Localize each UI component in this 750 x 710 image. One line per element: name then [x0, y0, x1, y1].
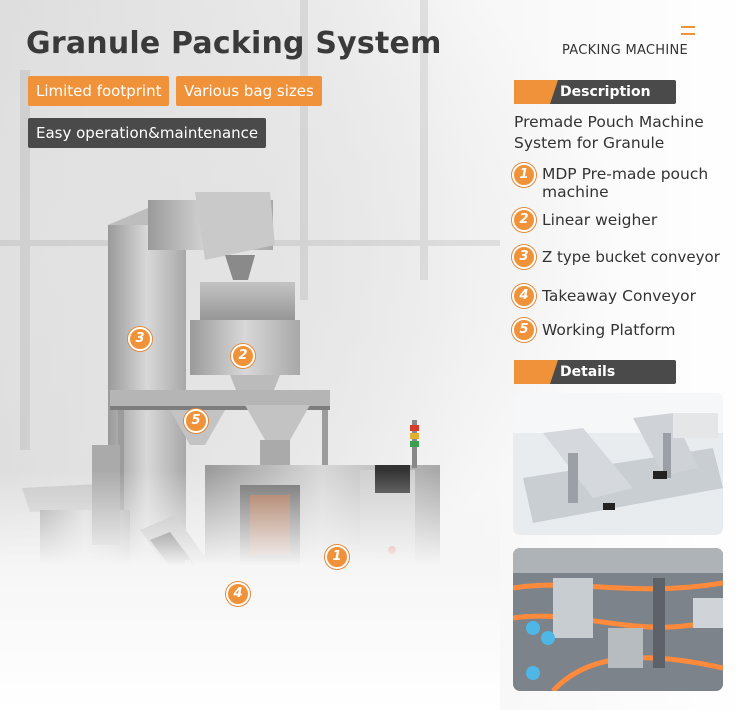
- component-number-icon: 3: [512, 245, 536, 269]
- brand-name: PACKING MACHINE: [562, 43, 689, 58]
- heading-accent: [514, 80, 558, 104]
- description-heading-bar: Description: [514, 80, 676, 104]
- component-number-icon: 1: [512, 163, 536, 187]
- component-label: Takeaway Conveyor: [542, 287, 697, 305]
- machine-marker-1: 1: [325, 545, 349, 569]
- component-number-icon: 4: [512, 284, 536, 308]
- machine-marker-4: 4: [226, 582, 250, 606]
- page-title: Granule Packing System: [26, 26, 442, 61]
- tag-limited-footprint: Limited footprint: [28, 76, 170, 106]
- heading-accent: [514, 360, 558, 384]
- detail-photo-bag-feeder: [513, 393, 723, 535]
- component-number-icon: 5: [512, 318, 536, 342]
- tag-various-bag-sizes: Various bag sizes: [176, 76, 322, 106]
- component-number-icon: 2: [512, 208, 536, 232]
- machine-marker-2: 2: [231, 344, 255, 368]
- tag-easy-operation: Easy operation&maintenance: [28, 118, 267, 148]
- component-label: Working Platform: [542, 321, 676, 339]
- component-label: Linear weigher: [542, 211, 658, 229]
- detail-photo-suction-cups: [513, 548, 723, 691]
- machine-marker-5: 5: [184, 409, 208, 433]
- details-heading: Details: [560, 364, 616, 380]
- description-text: Premade Pouch Machine System for Granule: [514, 113, 704, 152]
- brand-logo-icon: [681, 26, 695, 38]
- component-label: Z type bucket conveyor: [542, 248, 720, 266]
- component-label: MDP Pre-made pouch machine: [542, 165, 709, 201]
- description-heading: Description: [560, 84, 651, 100]
- lower-fade: [0, 470, 500, 710]
- details-heading-bar: Details: [514, 360, 676, 384]
- machine-marker-3: 3: [128, 327, 152, 351]
